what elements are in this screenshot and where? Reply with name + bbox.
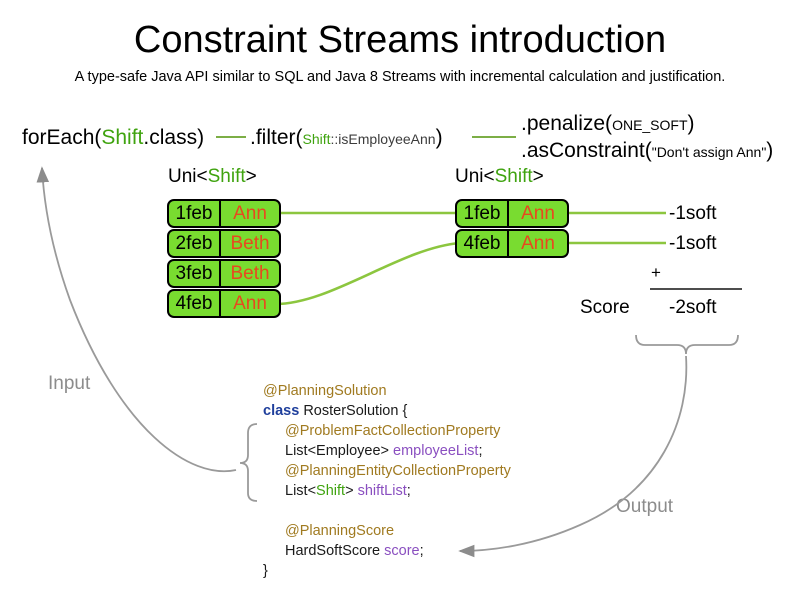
code-line: @PlanningSolution: [263, 381, 511, 401]
stream-type-right: Uni<Shift>: [455, 166, 544, 188]
shift-employee: Ann: [521, 232, 555, 254]
shift-date: 2feb: [169, 231, 221, 256]
code-token: ;: [478, 443, 483, 459]
uni-left-prefix: Uni<: [168, 166, 208, 187]
code-line: [263, 501, 511, 521]
code-token: class: [263, 403, 300, 419]
code-token: shiftList: [357, 483, 407, 499]
foreach-prefix: forEach(: [22, 126, 102, 149]
as-constraint-prefix: .asConstraint(: [521, 139, 652, 162]
shift-row[interactable]: 4feb Ann: [167, 289, 281, 318]
code-token: @PlanningScore: [285, 523, 395, 539]
score-brace: [635, 334, 739, 355]
shift-date: 1feb: [457, 201, 509, 226]
stream-type-left: Uni<Shift>: [168, 166, 257, 188]
shift-employee: Ann: [233, 202, 267, 224]
shift-employee: Ann: [233, 292, 267, 314]
shift-date: 4feb: [169, 291, 221, 316]
code-fields-brace: [239, 423, 258, 502]
as-constraint-expression: .asConstraint("Don't assign Ann"): [521, 139, 773, 164]
code-line: @ProblemFactCollectionProperty: [263, 421, 511, 441]
code-line: List<Employee> employeeList;: [263, 441, 511, 461]
code-line: List<Shift> shiftList;: [263, 481, 511, 501]
code-token: >: [345, 483, 358, 499]
shift-employee: Ann: [521, 202, 555, 224]
sum-rule-divider: [650, 288, 742, 290]
page-subtitle: A type-safe Java API similar to SQL and …: [74, 69, 726, 85]
code-token: Shift: [316, 483, 346, 499]
code-line: @PlanningEntityCollectionProperty: [263, 461, 511, 481]
foreach-expression: forEach(Shift.class): [22, 126, 204, 150]
code-token: HardSoftScore: [285, 543, 385, 559]
code-line: class RosterSolution {: [263, 401, 511, 421]
code-token: }: [263, 563, 268, 579]
output-label: Output: [616, 496, 674, 517]
penalize-prefix: .penalize(: [521, 112, 613, 135]
code-token: @PlanningEntityCollectionProperty: [285, 463, 511, 479]
filter-type: Shift: [302, 131, 331, 147]
code-token: List<Employee>: [285, 443, 394, 459]
penalty-value: -1soft: [669, 233, 717, 254]
foreach-suffix: .class): [143, 126, 205, 149]
input-label: Input: [48, 373, 91, 394]
match-line-2: [273, 241, 461, 306]
code-line: @PlanningScore: [263, 521, 511, 541]
penalize-expression: .penalize(ONE_SOFT): [521, 112, 695, 137]
java-code-block: @PlanningSolution class RosterSolution { @…: [263, 381, 511, 581]
code-line: HardSoftScore score;: [263, 541, 511, 561]
total-score-value: -2soft: [669, 297, 717, 318]
uni-right-prefix: Uni<: [455, 166, 495, 187]
page-title: Constraint Streams introduction: [133, 19, 667, 61]
filter-suffix: ): [435, 126, 443, 149]
code-token: ;: [406, 483, 411, 499]
shift-row[interactable]: 1feb Ann: [455, 199, 569, 228]
code-token: score: [384, 543, 420, 559]
shift-date: 4feb: [457, 231, 509, 256]
foreach-type: Shift: [101, 126, 144, 149]
penalize-suffix: ): [687, 112, 695, 135]
shift-row[interactable]: 3feb Beth: [167, 259, 281, 288]
penalize-arg: ONE_SOFT: [612, 117, 688, 133]
penalty-value: -1soft: [669, 203, 717, 224]
code-token: List<: [285, 483, 317, 499]
code-token: @PlanningSolution: [263, 383, 387, 399]
shift-row[interactable]: 4feb Ann: [455, 229, 569, 258]
uni-right-suffix: >: [532, 166, 544, 187]
code-line: }: [263, 561, 511, 581]
filter-prefix: .filter(: [250, 126, 303, 149]
shift-date: 1feb: [169, 201, 221, 226]
sum-operator: +: [651, 263, 661, 282]
shift-date: 3feb: [169, 261, 221, 286]
as-constraint-suffix: ): [766, 139, 774, 162]
as-constraint-arg: "Don't assign Ann": [651, 144, 767, 160]
code-token: employeeList: [393, 443, 479, 459]
code-token: ;: [419, 543, 424, 559]
score-label: Score: [580, 297, 630, 318]
shift-row[interactable]: 2feb Beth: [167, 229, 281, 258]
filter-expression: .filter(Shift::isEmployeeAnn): [250, 126, 443, 151]
shift-row[interactable]: 1feb Ann: [167, 199, 281, 228]
shift-employee: Beth: [230, 262, 270, 284]
filter-method-ref: ::isEmployeeAnn: [330, 131, 436, 147]
uni-left-suffix: >: [245, 166, 257, 187]
uni-left-type: Shift: [207, 166, 246, 187]
code-token: @ProblemFactCollectionProperty: [285, 423, 501, 439]
shift-employee: Beth: [230, 232, 270, 254]
uni-right-type: Shift: [494, 166, 533, 187]
code-token: RosterSolution {: [299, 403, 408, 419]
